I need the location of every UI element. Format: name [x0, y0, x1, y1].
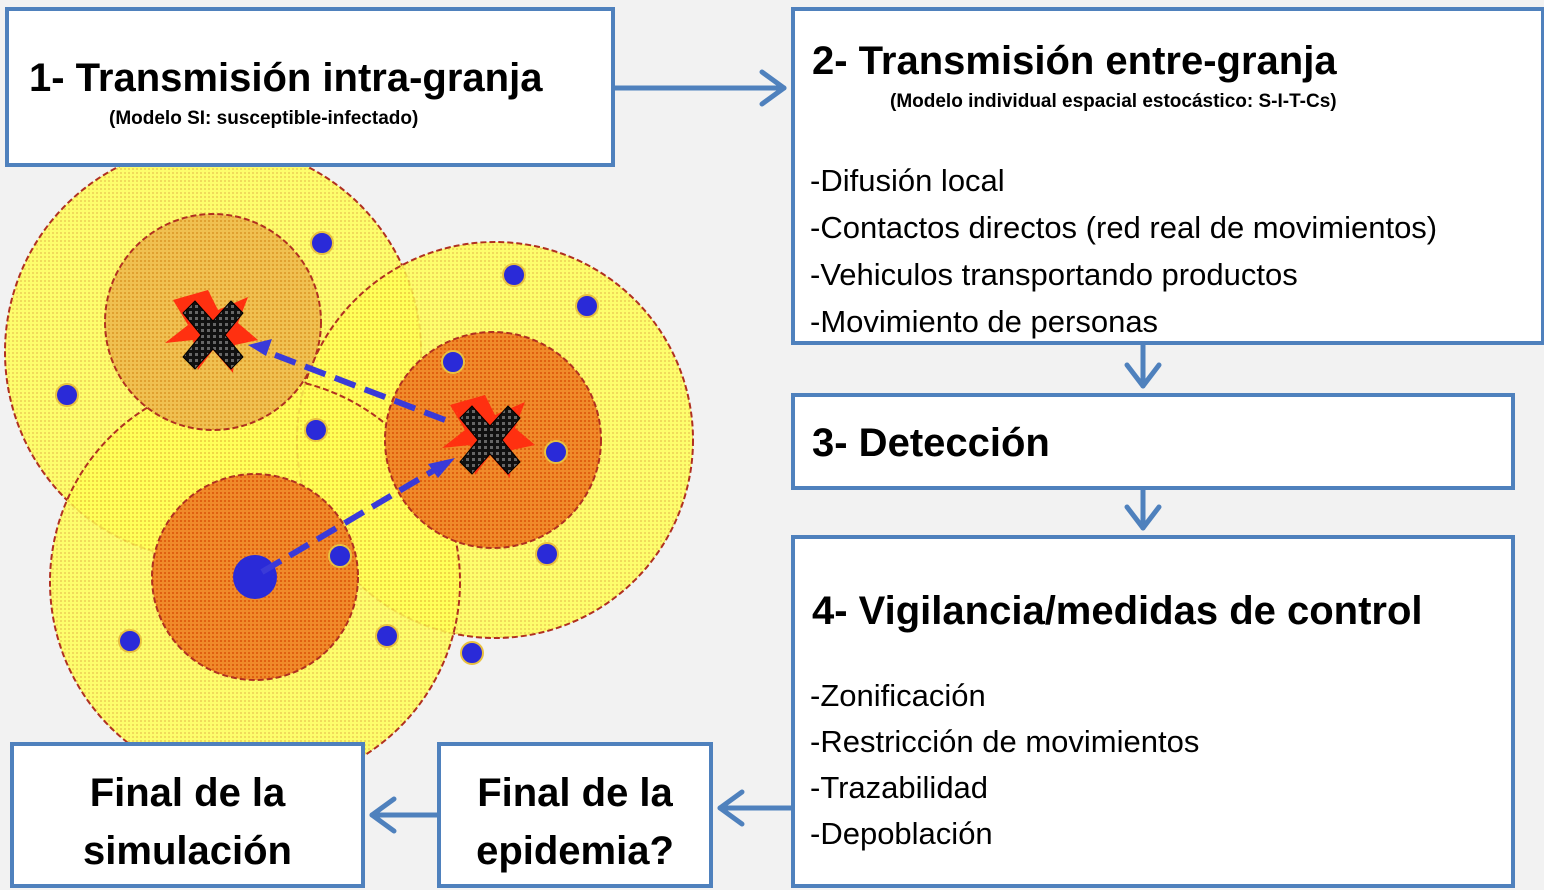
dot-icon: [375, 624, 399, 648]
list-item: -Difusión local: [810, 163, 1005, 198]
box-title: Final de la epidemia?: [441, 764, 709, 880]
dot-icon: [304, 418, 328, 442]
dot-icon: [460, 641, 484, 665]
box-title: 3- Detección: [812, 421, 1050, 465]
transmission-arrows: [260, 347, 447, 575]
dot-icon: [328, 544, 352, 568]
dot-icon: [233, 555, 277, 599]
between-farm-transmission-box: 2- Transmisión entre-granja (Modelo indi…: [791, 7, 1544, 345]
title-line: epidemia?: [476, 829, 674, 873]
box-title: 2- Transmisión entre-granja: [812, 39, 1337, 83]
list-item: -Depoblación: [810, 816, 993, 851]
dot-icon: [544, 440, 568, 464]
bullet-list: -Zonificación -Restricción de movimiento…: [810, 673, 1199, 857]
title-line: Final de la: [89, 771, 286, 815]
cross-icon: [442, 395, 535, 478]
box-title: Final de la simulación: [14, 764, 361, 880]
box-subtitle: (Modelo individual espacial estocástico:…: [890, 91, 1337, 112]
title-line: simulación: [83, 829, 292, 873]
dot-icon: [118, 629, 142, 653]
dot-icon: [310, 231, 334, 255]
dot-icon: [55, 383, 79, 407]
arrowhead-icon: [428, 458, 455, 478]
arrowhead-icon: [248, 339, 272, 356]
simulation-end-box: Final de la simulación: [10, 742, 365, 888]
epidemic-end-question-box: Final de la epidemia?: [437, 742, 713, 888]
detection-box: 3- Detección: [791, 393, 1515, 490]
intra-farm-transmission-box: 1- Transmisión intra-granja (Modelo SI: …: [5, 7, 615, 167]
dot-icon: [441, 350, 465, 374]
control-measures-box: 4- Vigilancia/medidas de control -Zonifi…: [791, 535, 1515, 888]
dot-icon: [535, 542, 559, 566]
dot-icon: [502, 263, 526, 287]
list-item: -Zonificación: [810, 678, 986, 713]
box-title: 4- Vigilancia/medidas de control: [812, 589, 1423, 633]
list-item: -Movimiento de personas: [810, 304, 1159, 339]
list-item: -Contactos directos (red real de movimie…: [810, 210, 1438, 245]
list-item: -Trazabilidad: [810, 770, 989, 805]
bullet-list: -Difusión local -Contactos directos (red…: [810, 157, 1437, 345]
list-item: -Restricción de movimientos: [810, 724, 1200, 759]
susceptible-farms: [55, 231, 599, 665]
dot-icon: [575, 294, 599, 318]
box-title: 1- Transmisión intra-granja: [29, 56, 543, 100]
box-subtitle: (Modelo SI: susceptible-infectado): [109, 108, 419, 129]
cross-icon: [165, 290, 258, 373]
list-item: -Vehiculos transportando productos: [810, 257, 1298, 292]
title-line: Final de la: [477, 771, 673, 815]
